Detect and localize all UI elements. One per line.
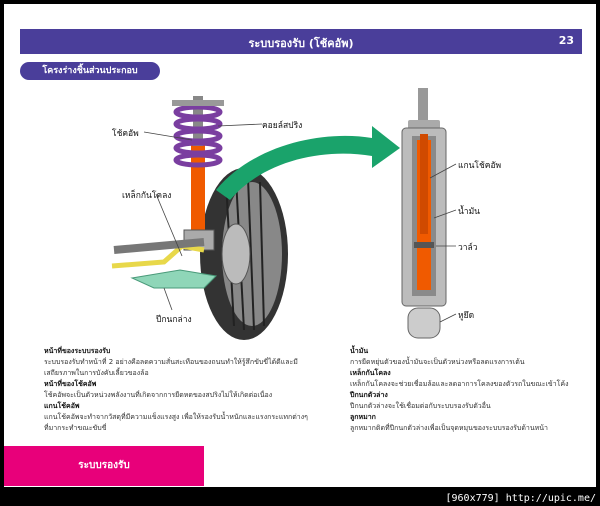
- right-desc-text: ลูกหมากติดที่ปีกนกตัวล่างเพื่อเป็นจุดหมุ…: [350, 424, 548, 432]
- page-number: 23: [558, 34, 574, 47]
- left-desc-text: โช้คอัพจะเป็นตัวหน่วงพลังงานที่เกิดจากกา…: [44, 391, 273, 399]
- section-title: โครงร่างชิ้นส่วนประกอบ: [20, 62, 160, 80]
- right-desc-heading: เหล็กกันโคลง: [350, 369, 391, 377]
- label-coil-spring: คอยล์สปริง: [262, 121, 303, 131]
- label-stabilizer: เหล็กกันโคลง: [122, 191, 172, 201]
- right-desc-text: การยืดหยุ่นตัวของน้ำมันจะเป็นตัวหน่วงหรื…: [350, 358, 525, 366]
- label-piston-rod: แกนโช้คอัพ: [458, 161, 502, 171]
- page-header: ระบบรองรับ (โช้คอัพ) 23: [20, 29, 582, 54]
- label-valve: วาล์ว: [458, 243, 478, 253]
- left-desc-text: แกนโช้คอัพจะทำจากวัสดุที่มีความแข็งแรงสู…: [44, 413, 308, 432]
- footer-label: ระบบรองรับ: [78, 460, 130, 471]
- label-lower-arm: ปีกนกล่าง: [156, 315, 192, 325]
- label-bushing: หูยึด: [458, 311, 475, 321]
- right-desc-heading: น้ำมัน: [350, 347, 369, 355]
- cutaway-bushing: [407, 307, 441, 339]
- right-desc-text: ปีกนกตัวล่างจะใช้เชื่อมต่อกับระบบรองรับต…: [350, 402, 491, 410]
- cutaway-rod-top: [418, 88, 428, 126]
- suspension-diagram: โช้คอัพ คอยล์สปริง เหล็กกันโคลง ปีกนกล่า…: [4, 82, 596, 342]
- spring-seat: [172, 100, 224, 106]
- stabilizer-bar: [111, 243, 205, 269]
- coil-spring: [173, 104, 223, 168]
- right-desc-heading: ลูกหมาก: [350, 413, 376, 421]
- cutaway-valve: [414, 242, 434, 248]
- left-desc-heading: แกนโช้คอัพ: [44, 402, 80, 410]
- label-oil: น้ำมัน: [458, 207, 480, 217]
- page-title: ระบบรองรับ (โช้คอัพ): [248, 37, 354, 50]
- left-descriptions: หน้าที่ของระบบรองรับ ระบบรองรับทำหน้าที่…: [44, 346, 314, 434]
- suspension-illustration: [111, 88, 457, 340]
- arrow-graphic: [216, 126, 400, 200]
- hub: [221, 223, 251, 285]
- manual-page: ระบบรองรับ (โช้คอัพ) 23 โครงร่างชิ้นส่วน…: [4, 4, 596, 487]
- image-watermark: [960x779] http://upic.me/: [445, 493, 596, 504]
- cutaway-piston-rod: [420, 134, 428, 234]
- left-desc-heading: หน้าที่ของโช้คอัพ: [44, 380, 97, 388]
- footer-chapter-bar: ระบบรองรับ: [4, 446, 204, 486]
- label-shock: โช้คอัพ: [112, 129, 139, 139]
- left-desc-text: ระบบรองรับทำหน้าที่ 2 อย่างคือลดความสั่น…: [44, 358, 298, 377]
- right-desc-heading: ปีกนกตัวล่าง: [350, 391, 388, 399]
- right-descriptions: น้ำมัน การยืดหยุ่นตัวของน้ำมันจะเป็นตัวห…: [350, 346, 580, 434]
- drive-shaft: [113, 238, 205, 254]
- right-desc-text: เหล็กกันโคลงจะช่วยเชื่อมล้อและลดอาการโคล…: [350, 380, 569, 388]
- lower-arm-shape: [130, 269, 218, 289]
- left-desc-heading: หน้าที่ของระบบรองรับ: [44, 347, 111, 355]
